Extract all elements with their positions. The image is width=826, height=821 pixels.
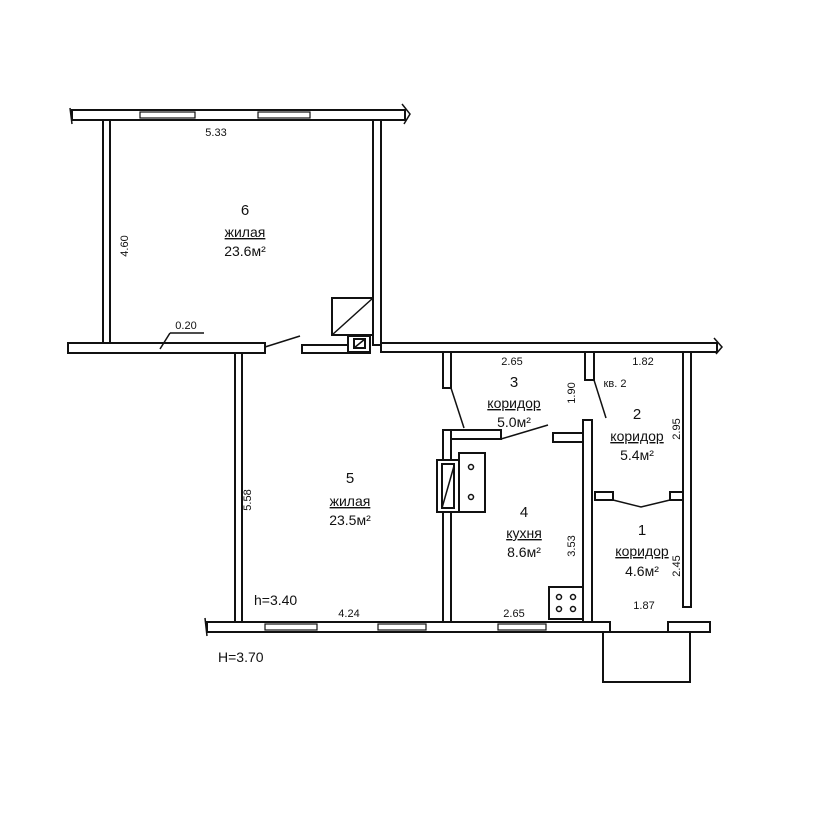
- dim-r4-height: 3.53: [566, 535, 578, 556]
- wall-r6-left: [102, 119, 111, 346]
- room-4-number: 4: [520, 504, 528, 521]
- wall-middle-left: [67, 342, 266, 354]
- wall-r3-left: [442, 351, 452, 389]
- door-r6: [264, 335, 301, 348]
- dim-r1-width: 1.87: [633, 600, 654, 612]
- room-3-type: коридор: [487, 395, 541, 411]
- wall-r5-r4: [442, 429, 452, 623]
- wall-r2-stub: [584, 351, 595, 381]
- room-6-number: 6: [241, 202, 249, 219]
- room-6-area: 23.6м²: [224, 243, 266, 259]
- wall-r5-left: [234, 352, 243, 624]
- bottom-wall: [204, 617, 711, 683]
- wall-r3-r4: [450, 429, 502, 440]
- wall-middle-right: [380, 342, 718, 353]
- top-wall: [69, 103, 411, 125]
- room-1-type: коридор: [615, 543, 669, 559]
- room-5-type: жилая: [330, 493, 371, 509]
- room-height: h=3.40: [254, 592, 297, 608]
- room-1-number: 1: [638, 522, 646, 539]
- room-3-area: 5.0м²: [497, 414, 531, 430]
- room-2-area: 5.4м²: [620, 447, 654, 463]
- apartment-label: кв. 2: [604, 378, 627, 390]
- wall-r4-stub: [552, 432, 584, 443]
- stove-icon: [548, 586, 584, 620]
- room-4-area: 8.6м²: [507, 544, 541, 560]
- dim-wall: 0.20: [175, 320, 196, 332]
- wall-r4-r1: [582, 419, 593, 623]
- dim-r4-width: 2.65: [503, 608, 524, 620]
- room-5-area: 23.5м²: [329, 512, 371, 528]
- dim-r2-width: 1.82: [632, 356, 653, 368]
- dim-r2-height: 2.95: [671, 418, 683, 439]
- boiler-icon: [436, 452, 486, 513]
- dim-r5-height: 5.58: [242, 489, 254, 510]
- dim-r5-width: 4.24: [338, 608, 359, 620]
- door-r1-r2: [612, 499, 671, 508]
- porch: [602, 631, 691, 683]
- wall-r2-right: [682, 351, 692, 608]
- room-1-area: 4.6м²: [625, 563, 659, 579]
- room-2-type: коридор: [610, 428, 664, 444]
- room-4-type: кухня: [506, 525, 542, 541]
- dim-r6-height: 4.60: [119, 235, 131, 256]
- dim-r3-width: 2.65: [501, 356, 522, 368]
- dim-r6-width: 5.33: [205, 127, 226, 139]
- building-height: H=3.70: [218, 649, 264, 665]
- room-3-number: 3: [510, 374, 518, 391]
- dim-r3-height: 1.90: [566, 382, 578, 403]
- room-5-number: 5: [346, 470, 354, 487]
- room-6-type: жилая: [225, 224, 266, 240]
- dim-r1-height: 2.45: [671, 555, 683, 576]
- wall-r6-right: [372, 119, 382, 346]
- room-2-number: 2: [633, 406, 641, 423]
